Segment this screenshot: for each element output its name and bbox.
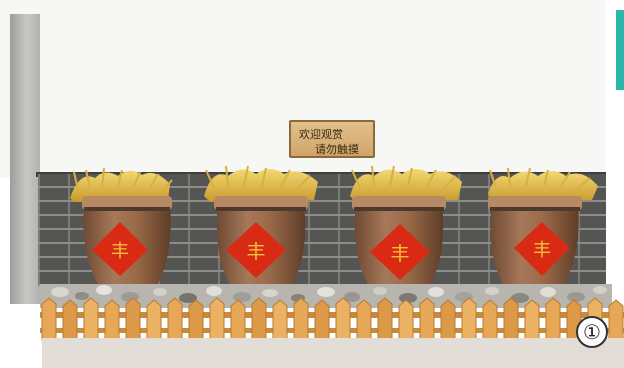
straw-2 — [204, 165, 318, 202]
jar-4-character: 丰 — [533, 240, 551, 261]
fence-picket — [545, 297, 561, 341]
fence-picket — [146, 299, 162, 341]
fence-picket — [104, 299, 120, 341]
fence-picket — [83, 297, 99, 341]
fence-picket — [503, 297, 519, 341]
jar-3-character: 丰 — [390, 243, 409, 265]
fence-picket — [440, 299, 456, 341]
jar-1-character: 丰 — [111, 241, 129, 262]
jar-4-red-label: 丰 — [514, 222, 570, 276]
teal-strip — [616, 10, 624, 90]
jar-3: 丰 — [350, 165, 462, 294]
jar-4: 丰 — [488, 167, 598, 290]
sign-line-2: 请勿触摸 — [315, 143, 359, 156]
fence-picket — [251, 297, 267, 341]
fence-picket — [293, 297, 309, 341]
fence-picket — [608, 299, 624, 341]
straw-3 — [350, 165, 462, 202]
straw-4 — [488, 167, 598, 202]
fence-picket — [356, 299, 372, 341]
fence-picket — [377, 297, 393, 341]
fence-picket — [188, 299, 204, 341]
fence-picket — [398, 299, 414, 341]
jar-1-red-label: 丰 — [92, 222, 148, 276]
jar-1: 丰 — [70, 167, 173, 288]
fence-picket — [482, 299, 498, 341]
fence-picket — [314, 299, 330, 341]
fence-picket — [62, 299, 78, 341]
fence-picket — [335, 297, 351, 341]
fence-picket — [209, 297, 225, 341]
fence-picket — [167, 297, 183, 341]
circled-number-marker: ① — [576, 316, 608, 348]
fence-picket — [41, 297, 57, 341]
fence-picket — [461, 297, 477, 341]
ground-pavement — [42, 338, 624, 368]
jar-2-character: 丰 — [246, 241, 265, 263]
sign-line-1: 欢迎观赏 — [299, 128, 343, 141]
jar-3-red-label: 丰 — [370, 224, 430, 280]
right-edge — [606, 0, 624, 368]
fence-picket — [125, 297, 141, 341]
fence-picket — [272, 299, 288, 341]
fence-picket — [419, 297, 435, 341]
fence-picket — [524, 299, 540, 341]
jar-2-red-label: 丰 — [226, 222, 286, 278]
straw-1 — [70, 167, 173, 202]
concrete-post — [10, 14, 40, 304]
picket-fence — [40, 312, 624, 333]
jar-2: 丰 — [204, 165, 318, 294]
display-sign: 欢迎观赏 请勿触摸 — [289, 120, 375, 158]
fence-picket — [230, 299, 246, 341]
